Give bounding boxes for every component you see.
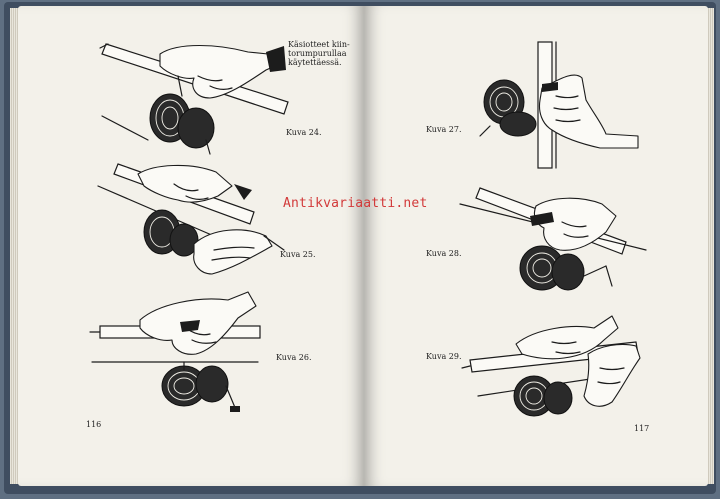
figure-25-caption: Kuva 25. [280, 250, 316, 259]
figure-26-caption: Kuva 26. [276, 353, 312, 362]
figure-27-caption: Kuva 27. [426, 125, 462, 134]
left-page-heading: Käsiotteet kiin- torumpurullaa käytettäe… [288, 40, 350, 67]
page-edges-left [10, 8, 20, 484]
heading-line: Käsiotteet kiin- [288, 40, 350, 49]
figure-27-illustration [479, 41, 639, 169]
figure-28-caption: Kuva 28. [426, 249, 462, 258]
right-page-number: 117 [634, 424, 650, 433]
book-spread: Käsiotteet kiin- torumpurullaa käytettäe… [4, 2, 716, 494]
left-page: Käsiotteet kiin- torumpurullaa käytettäe… [18, 6, 364, 486]
heading-line: käytettäessä. [288, 58, 342, 67]
figure-25-illustration [97, 163, 285, 275]
page-edges-right [704, 8, 714, 484]
watermark: Antikvariaatti.net [283, 196, 428, 211]
left-page-number: 116 [86, 420, 102, 429]
heading-line: torumpurullaa [288, 49, 347, 58]
figure-26-illustration [89, 291, 261, 412]
figure-24-illustration [99, 43, 289, 155]
figure-24-caption: Kuva 24. [286, 128, 322, 137]
figure-28-illustration [459, 187, 647, 291]
figure-29-caption: Kuva 29. [426, 352, 462, 361]
figure-29-illustration [461, 315, 641, 417]
right-page: Kuva 27. Kuva 28. [364, 6, 708, 486]
